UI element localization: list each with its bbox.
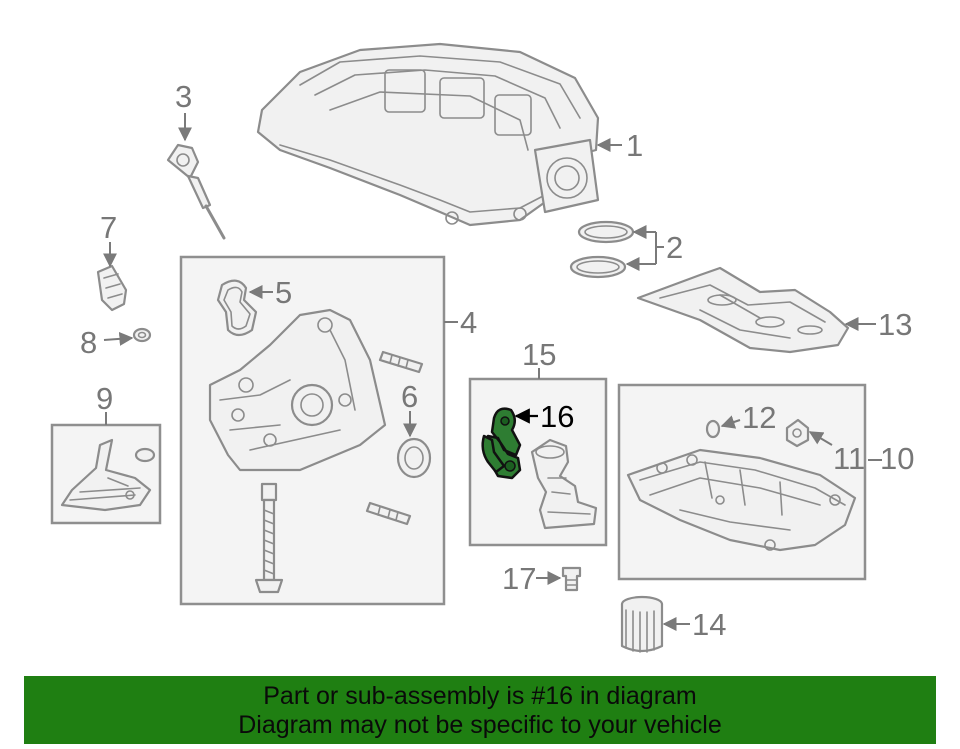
- oil-seal-part-6[interactable]: [396, 437, 432, 479]
- callout-5: 5: [275, 275, 292, 310]
- callout-2: 2: [666, 230, 683, 265]
- callout-9: 9: [96, 381, 113, 416]
- oil-pump-gasket-part-5[interactable]: [216, 279, 258, 337]
- callout-8: 8: [80, 325, 97, 360]
- callout-3: 3: [175, 79, 192, 114]
- oil-strainer-part-9[interactable]: [60, 438, 156, 512]
- pump-stud-upper[interactable]: [378, 350, 424, 374]
- callout-16: 16: [540, 399, 574, 434]
- banner-line-2: Diagram may not be specific to your vehi…: [238, 711, 722, 739]
- callout-6: 6: [401, 379, 418, 414]
- pump-stud-lower[interactable]: [365, 501, 412, 526]
- oil-filter-part-14[interactable]: [620, 595, 664, 653]
- callout-11: 11: [833, 441, 865, 476]
- oil-pump-part-4[interactable]: [208, 308, 387, 472]
- callout-17: 17: [502, 561, 536, 596]
- callout-15: 15: [522, 337, 556, 372]
- callout-7: 7: [100, 210, 117, 245]
- oil-dipstick-part-3[interactable]: [166, 143, 226, 240]
- callout-4: 4: [460, 305, 477, 340]
- banner-line-1: Part or sub-assembly is #16 in diagram: [263, 682, 697, 710]
- info-banner: Part or sub-assembly is #16 in diagram D…: [24, 676, 936, 744]
- filter-housing-gasket-part-16[interactable]: [481, 407, 522, 480]
- oring-part-12[interactable]: [705, 419, 721, 439]
- callout-12: 12: [742, 400, 776, 435]
- manifold-gaskets-part-2[interactable]: [569, 220, 635, 279]
- callout-14: 14: [692, 607, 726, 642]
- drain-plug-part-11[interactable]: [785, 418, 810, 448]
- oil-pressure-sensor-part-7[interactable]: [96, 264, 128, 312]
- callout-1: 1: [626, 128, 643, 163]
- callout-13: 13: [878, 307, 912, 342]
- drain-fitting-part-17[interactable]: [561, 566, 582, 592]
- pump-bolt[interactable]: [254, 482, 284, 594]
- filter-housing-body[interactable]: [530, 438, 598, 530]
- oil-baffle-plate-part-13[interactable]: [636, 266, 850, 354]
- intake-manifold-part-1[interactable]: [256, 42, 600, 227]
- oil-pan-part-10[interactable]: [626, 448, 857, 552]
- sealing-washer-part-8[interactable]: [132, 327, 152, 343]
- callout-10: 10: [880, 441, 914, 476]
